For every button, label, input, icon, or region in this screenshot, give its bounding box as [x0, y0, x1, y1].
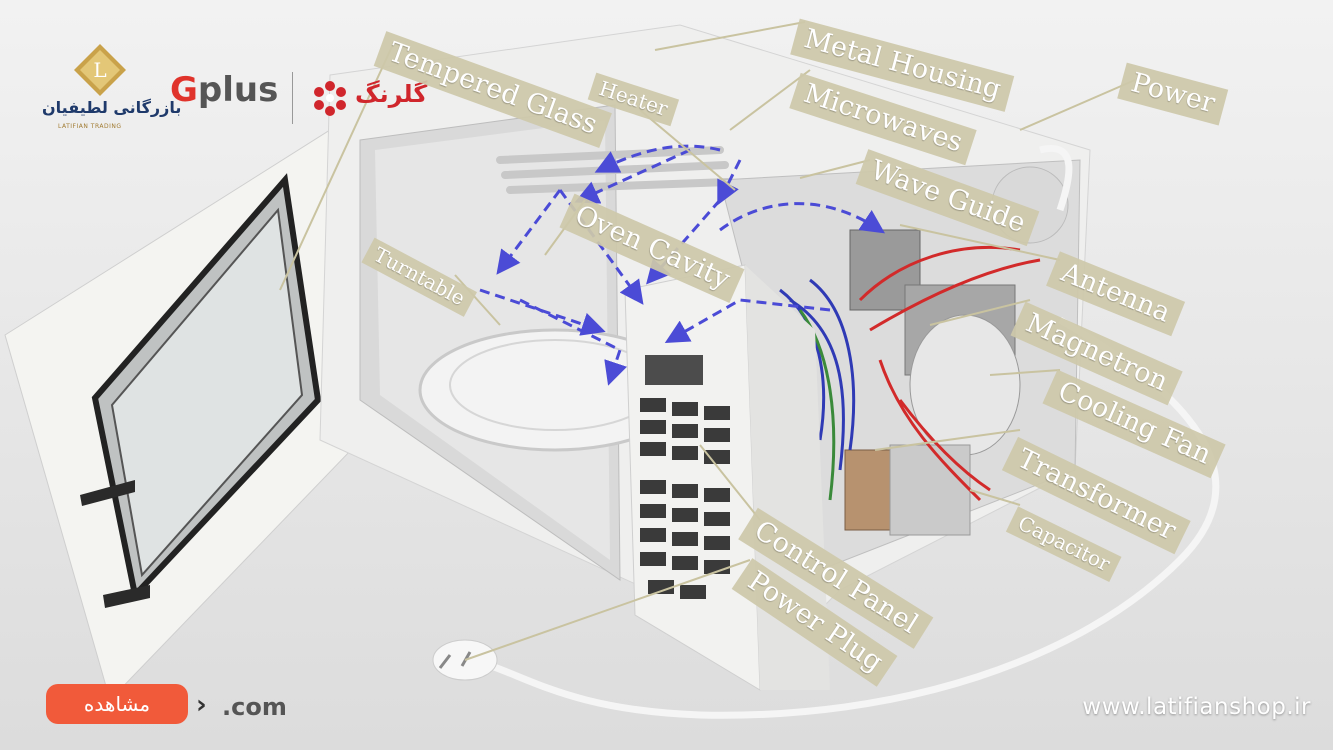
latifian-brand-sub: LATIFIAN TRADING [58, 123, 122, 130]
latifian-brand-name: بازرگانی لطیفیان [42, 98, 182, 117]
golrang-logo-text: گلرنگ [355, 80, 428, 108]
gplus-logo: Gplus [170, 70, 278, 110]
latifian-diamond-logo-icon: L [74, 44, 126, 96]
leader-lines [279, 21, 1136, 661]
gplus-g: G [170, 70, 198, 110]
oven-door [4, 129, 381, 701]
logo-divider [292, 72, 293, 124]
website-url: www.latifianshop.ir [1082, 694, 1311, 720]
domain-suffix: .com [222, 693, 287, 721]
gplus-rest: plus [197, 70, 279, 110]
view-button[interactable]: مشاهده [46, 684, 188, 724]
golrang-flower-icon [314, 81, 346, 116]
latifian-monogram: L [93, 58, 106, 82]
chevron-right-icon: › [196, 690, 207, 720]
